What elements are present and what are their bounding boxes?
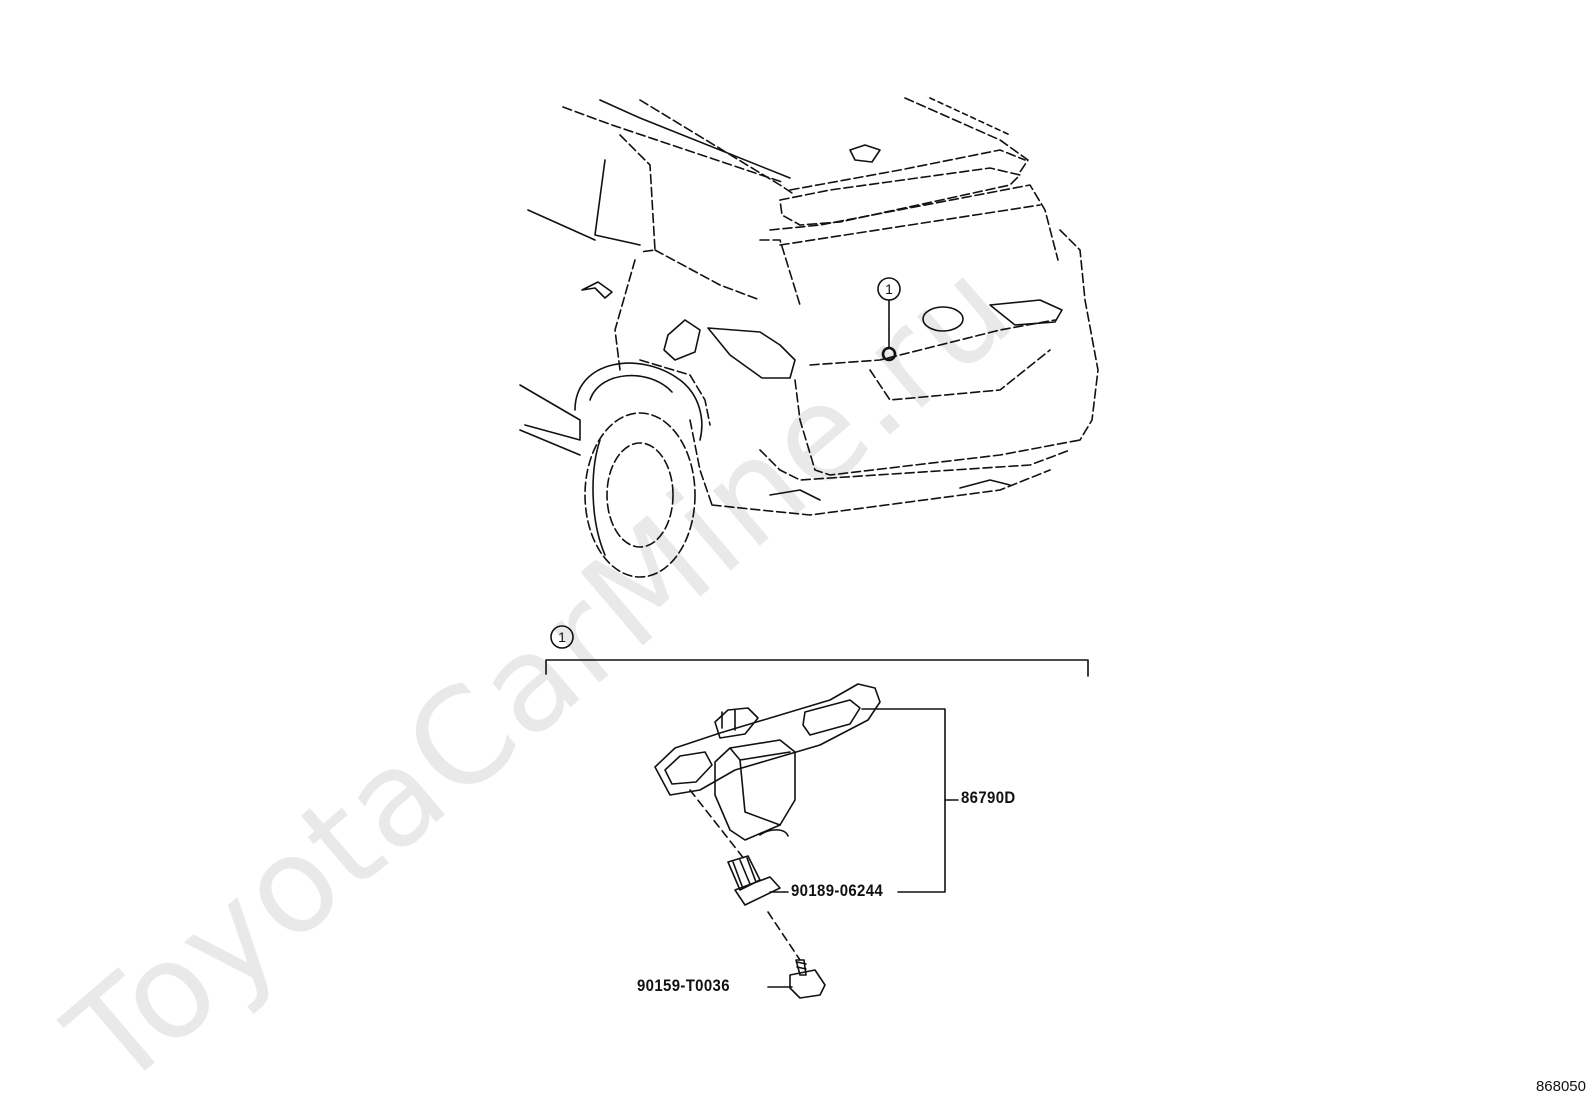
part-label-camera-assembly[interactable]: 86790D bbox=[961, 788, 1016, 807]
vehicle-illustration bbox=[519, 97, 1099, 578]
screw-illustration bbox=[789, 959, 826, 999]
part-label-screw[interactable]: 90159-T0036 bbox=[637, 976, 730, 995]
group-callout-number: 1 bbox=[558, 629, 566, 645]
camera-assembly-illustration bbox=[654, 683, 881, 961]
clip-illustration bbox=[727, 855, 781, 906]
part-label-clip[interactable]: 90189-06244 bbox=[791, 881, 884, 900]
figure-id: 868050 bbox=[1535, 1078, 1586, 1095]
vehicle-callout-number: 1 bbox=[885, 281, 893, 297]
